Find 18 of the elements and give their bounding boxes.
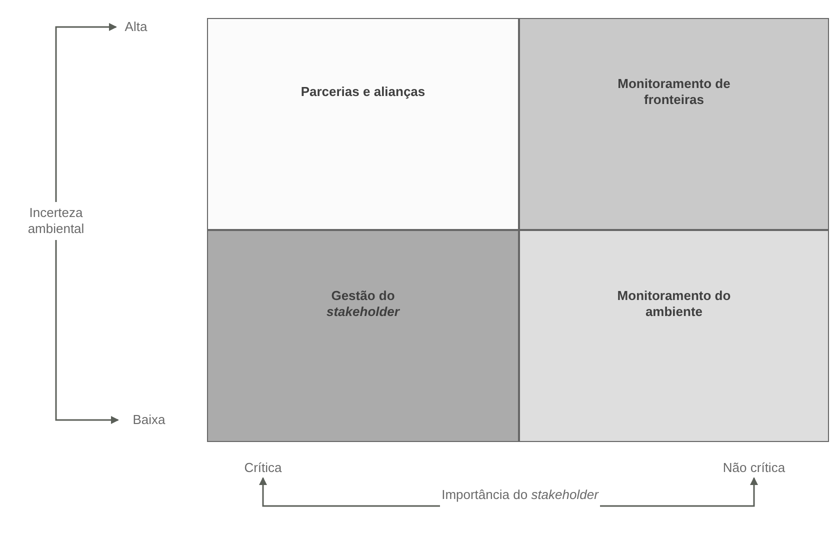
axis-text: Baixa [132,412,166,428]
arrow [55,240,119,424]
arrow [259,477,440,507]
axis-text: Não crítica [722,460,786,476]
axis-text: Incerteza ambiental [26,204,86,238]
axis-text: Alta [124,18,148,36]
quadrant-label: Parcerias e alianças [300,84,426,100]
matrix-quadrant [519,230,829,442]
arrow [600,477,758,507]
axis-text: Importância do stakeholder [442,486,598,504]
arrow [55,23,117,202]
matrix-quadrant [207,230,519,442]
matrix-quadrant [519,18,829,230]
quadrant-label: Gestão do stakeholder [326,288,401,320]
quadrant-label: Monitoramento de fronteiras [616,76,732,108]
axis-text: Crítica [244,460,282,476]
matrix-quadrant [207,18,519,230]
quadrant-label: Monitoramento do ambiente [616,288,732,320]
